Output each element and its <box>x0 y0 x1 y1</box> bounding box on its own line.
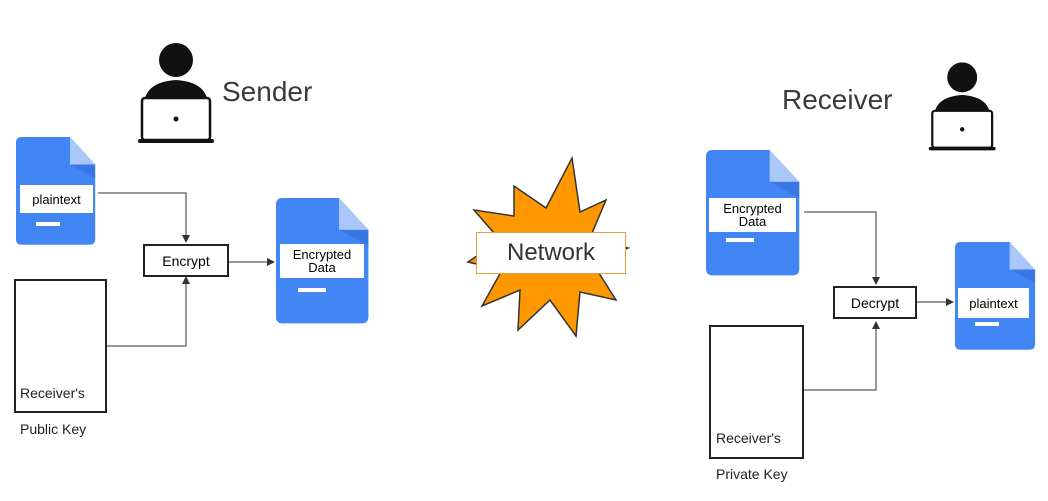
sender-encrypted-doc-line <box>298 288 326 292</box>
private-key-to-decrypt-arrow <box>804 321 880 391</box>
plaintext-to-encrypt-arrow <box>98 192 190 243</box>
receiver-user-laptop-icon <box>927 61 997 152</box>
public-key-label-line1: Receiver's <box>20 385 85 401</box>
public-key-to-encrypt-arrow <box>107 276 190 347</box>
private-key-label-line2: Private Key <box>716 466 788 482</box>
receiver-encrypted-label: Encrypted Data <box>709 198 796 232</box>
decrypt-box: Decrypt <box>833 286 917 319</box>
sender-encrypted-text-line2: Data <box>308 260 336 275</box>
sender-plaintext-doc-line <box>36 222 60 226</box>
private-key-label: Receiver's Private Key <box>716 411 788 501</box>
receiver-encrypted-text-line2: Data <box>738 214 767 229</box>
receiver-encrypted-doc-line <box>726 238 754 242</box>
sender-encrypted-label: Encrypted Data <box>280 244 364 278</box>
sender-title: Sender <box>222 76 313 107</box>
sender-user-laptop-icon <box>136 41 216 145</box>
encrypt-box: Encrypt <box>143 244 229 277</box>
public-key-label: Receiver's Public Key <box>20 366 86 456</box>
sender-plaintext-text: plaintext <box>32 191 81 207</box>
public-key-label-line2: Public Key <box>20 421 87 437</box>
public-key-box <box>14 279 107 413</box>
private-key-box <box>709 325 804 459</box>
private-key-label-line1: Receiver's <box>716 430 781 446</box>
receiver-encrypted-text-line1: Encrypted <box>723 201 782 216</box>
sender-plaintext-label: plaintext <box>20 185 93 213</box>
encrypted-to-decrypt-arrow <box>804 211 880 285</box>
network-label: Network <box>476 232 626 274</box>
receiver-plaintext-doc-line <box>975 322 999 326</box>
sender-encrypted-text-line1: Encrypted <box>292 247 352 262</box>
receiver-title: Receiver <box>782 84 893 115</box>
receiver-plaintext-text: plaintext <box>969 295 1018 311</box>
receiver-plaintext-label: plaintext <box>958 288 1029 318</box>
